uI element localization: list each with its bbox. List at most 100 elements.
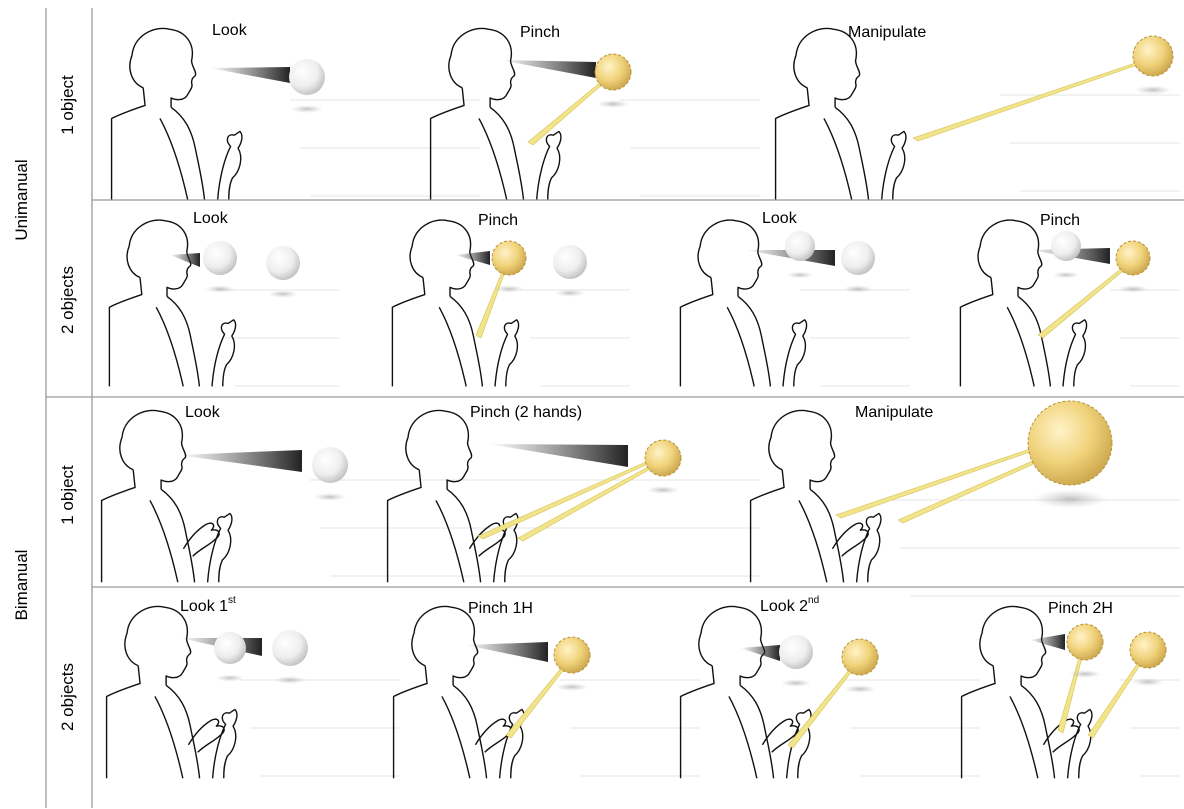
chest-outline xyxy=(161,489,194,582)
person-outline xyxy=(431,28,561,200)
back-outline xyxy=(962,666,995,779)
back-outline xyxy=(394,666,427,779)
arm-outline xyxy=(442,696,470,778)
panel-title-r4-pinch-1h: Pinch 1H xyxy=(468,600,533,618)
sphere xyxy=(553,245,587,279)
arm-outline xyxy=(156,307,183,386)
hand-outline xyxy=(832,523,868,556)
panel-title-r4-look-2nd: Look 2nd xyxy=(760,598,819,616)
row-label-4: 2 objects xyxy=(58,663,78,731)
back-outline xyxy=(776,88,809,201)
gaze-cone xyxy=(210,67,290,83)
back-outline xyxy=(388,470,421,583)
selected-sphere xyxy=(595,54,631,90)
chest-outline xyxy=(447,489,480,582)
back-outline xyxy=(107,666,140,779)
sphere-shadow xyxy=(844,685,876,693)
pinch-ray xyxy=(836,439,1061,518)
hand-outline xyxy=(1063,320,1087,387)
chest-outline xyxy=(453,685,486,778)
back-outline xyxy=(431,88,464,201)
gaze-cone xyxy=(170,253,200,267)
head-outline xyxy=(412,606,478,685)
panel-title-r2-pinch-2: Pinch xyxy=(1040,212,1080,230)
pinch-ray xyxy=(1088,657,1144,738)
person-outline xyxy=(388,410,518,582)
chest-outline xyxy=(1021,685,1054,778)
hand-outline xyxy=(537,131,561,200)
sphere xyxy=(841,241,875,275)
arm-outline xyxy=(479,118,507,200)
arm-outline xyxy=(150,500,178,582)
hand-outline xyxy=(188,719,224,752)
back-outline xyxy=(681,666,714,779)
chest-outline xyxy=(167,296,199,386)
sphere xyxy=(779,635,813,669)
sphere-shadow xyxy=(597,100,629,108)
pinch-ray xyxy=(476,267,506,338)
hand-outline xyxy=(183,523,219,556)
sphere xyxy=(1051,231,1081,261)
back-outline xyxy=(960,278,992,387)
panel-title-r4-look-1st: Look 1st xyxy=(180,598,236,616)
group-label-unimanual: Unimanual xyxy=(12,159,32,240)
sphere-shadow xyxy=(205,285,236,292)
sphere xyxy=(214,632,246,664)
panel-title-r3-look: Look xyxy=(185,404,220,422)
arm-outline xyxy=(439,307,466,386)
gaze-cone xyxy=(488,444,628,467)
hand-outline xyxy=(783,320,807,387)
gaze-cone xyxy=(740,645,780,661)
arm-outline xyxy=(729,696,757,778)
sphere xyxy=(312,447,348,483)
person-outline xyxy=(681,606,811,778)
selected-sphere xyxy=(1028,401,1112,485)
sphere-shadow xyxy=(647,486,679,494)
sphere-shadow xyxy=(314,493,346,501)
sphere-shadow xyxy=(268,290,299,297)
sphere-shadow xyxy=(1132,678,1164,686)
pinch-ray xyxy=(518,461,661,541)
person-outline xyxy=(776,28,906,200)
arm-outline xyxy=(824,118,852,200)
sphere-shadow xyxy=(1032,490,1108,508)
panel-title-r1-manipulate: Manipulate xyxy=(848,24,926,42)
arm-outline xyxy=(1010,696,1038,778)
arm-outline xyxy=(799,500,827,582)
sphere-shadow xyxy=(1118,285,1149,292)
panel-title-r2-look-2: Look xyxy=(762,210,797,228)
selected-sphere xyxy=(1067,624,1103,660)
back-outline xyxy=(392,278,424,387)
chest-outline xyxy=(738,296,770,386)
head-outline xyxy=(769,410,835,489)
head-outline xyxy=(410,220,474,296)
person-outline xyxy=(751,410,881,582)
sphere-shadow xyxy=(843,285,874,292)
hand-outline xyxy=(882,131,906,200)
selected-sphere xyxy=(1130,632,1166,668)
sphere-shadow xyxy=(787,272,814,279)
gaze-cone xyxy=(455,251,490,265)
panel-title-r1-look: Look xyxy=(212,22,247,40)
chest-outline xyxy=(171,107,204,200)
chest-outline xyxy=(1018,296,1050,386)
gaze-cone xyxy=(1030,634,1065,650)
arm-outline xyxy=(155,696,183,778)
panel-title-r2-look-1: Look xyxy=(193,210,228,228)
sphere xyxy=(289,59,325,95)
hand-outline xyxy=(495,320,519,387)
pinch-ray xyxy=(1038,264,1129,338)
sphere-shadow xyxy=(556,683,588,691)
pinch-ray xyxy=(478,457,659,539)
chest-outline xyxy=(450,296,482,386)
panel-title-r3-manipulate: Manipulate xyxy=(855,404,933,422)
arm-outline xyxy=(1007,307,1034,386)
back-outline xyxy=(112,88,145,201)
head-outline xyxy=(980,606,1046,685)
gaze-cone xyxy=(178,450,302,472)
selected-sphere xyxy=(842,639,878,675)
chest-outline xyxy=(810,489,843,582)
pinch-ray xyxy=(1058,651,1083,733)
chest-outline xyxy=(490,107,523,200)
panel-title-r3-pinch: Pinch (2 hands) xyxy=(470,404,582,422)
